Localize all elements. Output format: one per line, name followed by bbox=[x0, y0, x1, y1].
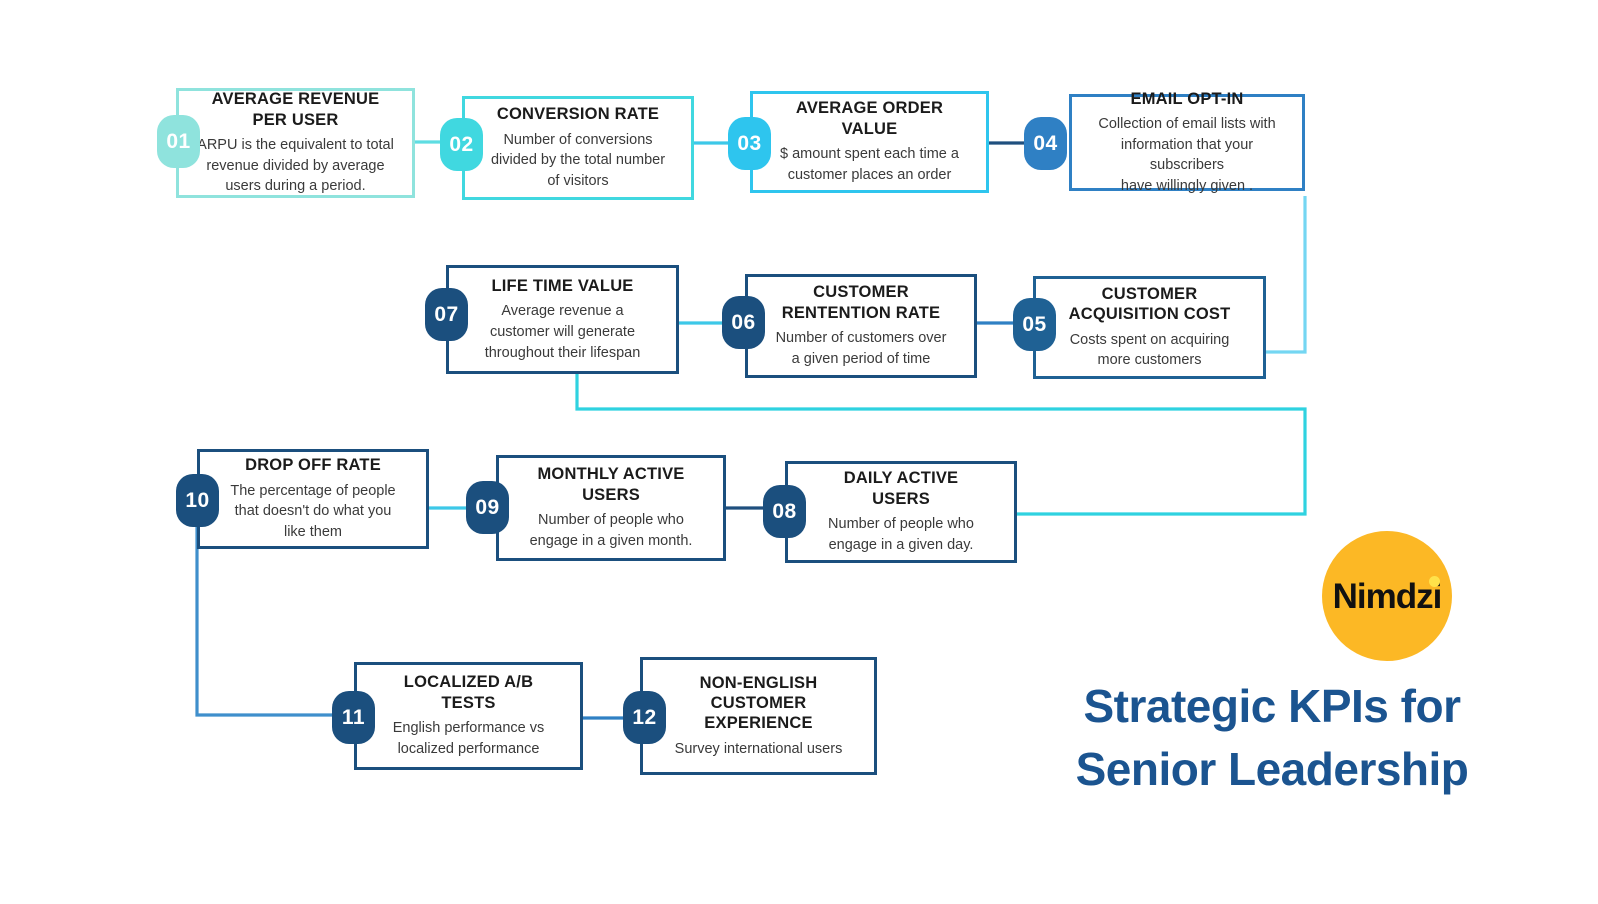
kpi-card-12[interactable]: NON-ENGLISH CUSTOMER EXPERIENCE Survey in… bbox=[640, 657, 877, 775]
connector-c07-08 bbox=[575, 374, 1307, 516]
connector-c04-05 bbox=[1266, 196, 1307, 354]
kpi-card-10[interactable]: DROP OFF RATE The percentage of people th… bbox=[197, 449, 429, 549]
kpi-badge-05[interactable]: 05 bbox=[1013, 298, 1056, 351]
kpi-badge-11[interactable]: 11 bbox=[332, 691, 375, 744]
kpi-card-title: AVERAGE REVENUE PER USER bbox=[211, 90, 380, 129]
kpi-card-02[interactable]: CONVERSION RATE Number of conversions div… bbox=[462, 96, 694, 200]
kpi-card-description: Costs spent on acquiring more customers bbox=[1069, 331, 1230, 369]
kpi-card-description: ARPU is the equivalent to total revenue … bbox=[197, 137, 394, 195]
nimdzi-wordmark: Nimdzi bbox=[1332, 575, 1443, 616]
kpi-card-description: Number of conversions divided by the tot… bbox=[490, 131, 666, 190]
connector-c10-11 bbox=[195, 527, 332, 717]
nimdzi-logo-dot-icon bbox=[1429, 575, 1441, 587]
kpi-card-03[interactable]: AVERAGE ORDER VALUE $ amount spent each t… bbox=[750, 91, 989, 193]
kpi-card-07[interactable]: LIFE TIME VALUE Average revenue a custome… bbox=[446, 265, 679, 374]
kpi-card-11[interactable]: LOCALIZED A/B TESTS English performance v… bbox=[354, 662, 583, 770]
kpi-card-title: CUSTOMER ACQUISITION COST bbox=[1068, 284, 1231, 324]
kpi-card-title: MONTHLY ACTIVE USERS bbox=[537, 465, 685, 504]
kpi-card-description: Survey international users bbox=[674, 740, 843, 757]
kpi-card-title: LIFE TIME VALUE bbox=[491, 276, 634, 295]
kpi-card-title: LOCALIZED A/B TESTS bbox=[403, 673, 534, 712]
kpi-card-06[interactable]: CUSTOMER RENTENTION RATE Number of custom… bbox=[745, 274, 977, 378]
kpi-badge-07[interactable]: 07 bbox=[425, 288, 468, 341]
kpi-card-description: Average revenue a customer will generate… bbox=[484, 303, 641, 361]
kpi-badge-12[interactable]: 12 bbox=[623, 691, 666, 744]
kpi-card-title: NON-ENGLISH CUSTOMER EXPERIENCE bbox=[699, 673, 818, 733]
kpi-badge-04[interactable]: 04 bbox=[1024, 117, 1067, 170]
kpi-badge-03[interactable]: 03 bbox=[728, 117, 771, 170]
kpi-card-09[interactable]: MONTHLY ACTIVE USERS Number of people who… bbox=[496, 455, 726, 561]
kpi-badge-09[interactable]: 09 bbox=[466, 481, 509, 534]
nimdzi-logo: Nimdzi bbox=[1322, 531, 1452, 661]
kpi-badge-10[interactable]: 10 bbox=[176, 474, 219, 527]
kpi-card-08[interactable]: DAILY ACTIVE USERS Number of people who e… bbox=[785, 461, 1017, 563]
kpi-card-title: DAILY ACTIVE USERS bbox=[843, 469, 959, 508]
kpi-card-description: Number of people who engage in a given m… bbox=[529, 512, 693, 549]
kpi-badge-01[interactable]: 01 bbox=[157, 115, 200, 168]
kpi-card-title: EMAIL OPT-IN bbox=[1130, 89, 1244, 108]
kpi-badge-08[interactable]: 08 bbox=[763, 485, 806, 538]
kpi-card-description: $ amount spent each time a customer plac… bbox=[780, 146, 959, 183]
kpi-card-title: AVERAGE ORDER VALUE bbox=[795, 99, 944, 138]
kpi-card-description: Number of people who engage in a given d… bbox=[828, 516, 974, 553]
page-title: Strategic KPIs for Senior Leadership bbox=[1075, 680, 1469, 796]
kpi-card-title: DROP OFF RATE bbox=[245, 456, 381, 475]
kpi-badge-02[interactable]: 02 bbox=[440, 118, 483, 171]
kpi-card-description: Collection of email lists with informati… bbox=[1098, 116, 1276, 194]
kpi-card-title: CONVERSION RATE bbox=[496, 105, 660, 124]
kpi-card-05[interactable]: CUSTOMER ACQUISITION COST Costs spent on … bbox=[1033, 276, 1266, 379]
kpi-card-title: CUSTOMER RENTENTION RATE bbox=[781, 283, 941, 322]
kpi-card-01[interactable]: AVERAGE REVENUE PER USER ARPU is the equi… bbox=[176, 88, 415, 198]
nimdzi-logo-text: Nimdzi bbox=[1332, 576, 1443, 616]
kpi-card-description: The percentage of people that doesn't do… bbox=[230, 482, 396, 541]
kpi-card-04[interactable]: EMAIL OPT-IN Collection of email lists wi… bbox=[1069, 90, 1305, 194]
kpi-badge-06[interactable]: 06 bbox=[722, 296, 765, 349]
kpi-card-description: English performance vs localized perform… bbox=[392, 720, 545, 757]
kpi-card-description: Number of customers over a given period … bbox=[775, 330, 947, 367]
